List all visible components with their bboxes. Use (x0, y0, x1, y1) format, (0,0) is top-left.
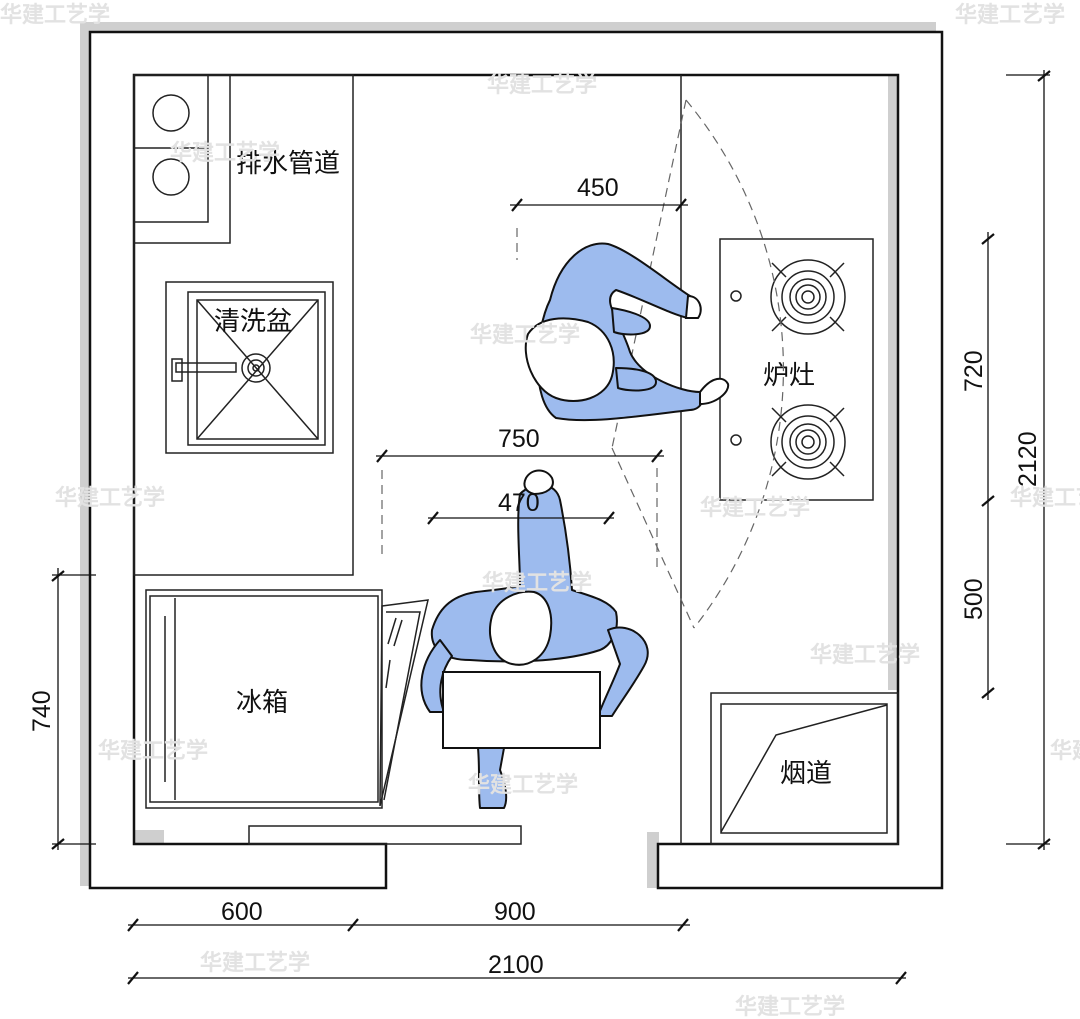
dim-900: 900 (494, 898, 536, 926)
person-cooking (524, 242, 730, 422)
door-threshold (248, 825, 522, 845)
outer-wall (88, 30, 944, 890)
svg-text:华建工艺学: 华建工艺学 (955, 2, 1065, 28)
dim-500: 500 (960, 578, 988, 620)
flue (710, 692, 899, 845)
reach-arc (381, 99, 784, 629)
fridge (145, 589, 429, 809)
dim-2100: 2100 (488, 951, 544, 979)
stove (719, 238, 874, 501)
stove-label: 炉灶 (763, 361, 815, 391)
stove-burner-bottom (770, 404, 846, 480)
flue-label: 烟道 (780, 759, 832, 789)
dim-470: 470 (498, 489, 540, 517)
dim-2120: 2120 (1014, 431, 1042, 487)
svg-text:华建工艺学: 华建工艺学 (55, 485, 165, 511)
dim-450: 450 (577, 174, 619, 202)
svg-text:华建工艺学: 华建工艺学 (200, 950, 310, 976)
dim-720: 720 (960, 350, 988, 392)
svg-text:华建工艺学: 华建工艺学 (487, 72, 597, 98)
dim-740: 740 (28, 690, 56, 732)
svg-text:华建工艺学: 华建工艺学 (700, 495, 810, 521)
svg-text:华建工艺学: 华建工艺学 (0, 2, 110, 28)
svg-text:华建工艺学: 华建工艺学 (468, 772, 578, 798)
drain-pipe-label: 排水管道 (236, 149, 340, 179)
svg-text:华建工艺学: 华建工艺学 (470, 322, 580, 348)
svg-text:华建工艺学: 华建工艺学 (170, 140, 280, 166)
dim-750: 750 (498, 425, 540, 453)
stove-burner-top (770, 259, 846, 335)
svg-text:华建工艺学: 华建工艺学 (98, 738, 208, 764)
svg-text:华建工艺学: 华建工艺学 (482, 570, 592, 596)
svg-text:华建工艺学: 华建工艺学 (1010, 485, 1080, 511)
sink-label: 清洗盆 (214, 307, 292, 337)
dim-600: 600 (221, 898, 263, 926)
dimension-lines (51, 70, 1051, 985)
sink (165, 281, 334, 454)
fridge-label: 冰箱 (236, 688, 288, 718)
wall-shadows (80, 22, 936, 888)
person-standing (420, 469, 649, 809)
svg-text:华建工艺学: 华建工艺学 (810, 642, 920, 668)
svg-text:华建工艺学: 华建工艺学 (1050, 738, 1080, 764)
svg-text:华建工艺学: 华建工艺学 (735, 994, 845, 1019)
left-counter (133, 74, 354, 576)
